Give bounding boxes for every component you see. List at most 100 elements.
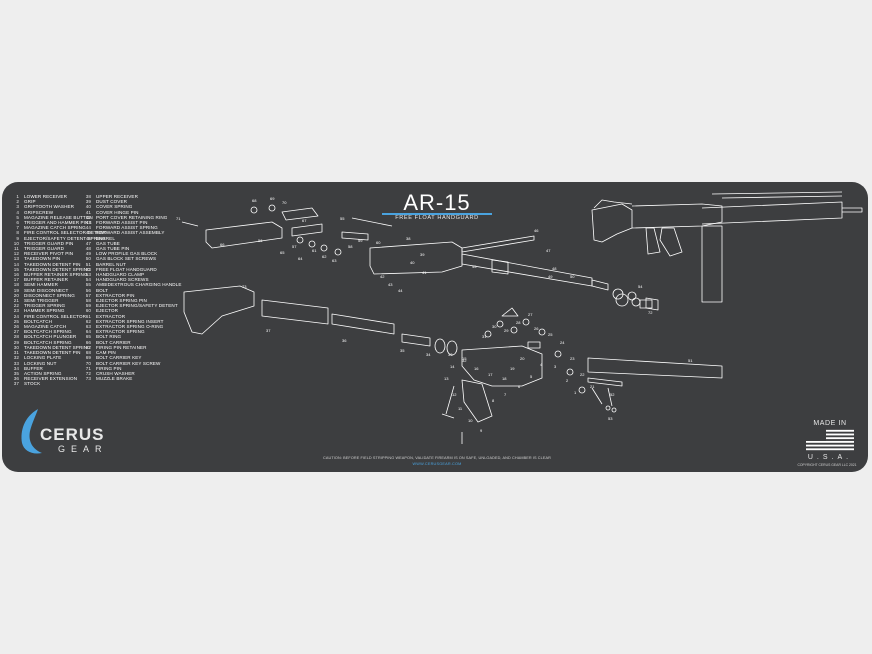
part-name: EXTRACTOR [96, 313, 126, 319]
callout-number: 50 [570, 274, 575, 279]
part-name: GAS BLOCK SET SCREWS [96, 256, 157, 262]
part-name: MAGAZINE RELEASE BUTTON [24, 214, 93, 220]
callout-number: 43 [388, 282, 393, 287]
part-name: BUFFER RETAINER SPRING [24, 272, 88, 278]
upper-receiver-illustration [369, 235, 653, 309]
callout-number: 69 [270, 196, 275, 201]
mat-subtitle: FREE FLOAT HANDGUARD [395, 215, 479, 221]
callout-number: 10 [468, 418, 473, 423]
callout-number: 35 [400, 348, 405, 353]
callout-number: 7 [504, 392, 507, 397]
part-name: MAGAZINE CATCH [24, 324, 67, 330]
part-number: 8 [16, 230, 19, 236]
callout-number: 40 [410, 260, 415, 265]
part-number: 45 [85, 230, 91, 236]
part-number: 20 [13, 292, 19, 298]
callout-number: 68 [252, 198, 257, 203]
stock-assembly-illustration [183, 285, 458, 356]
part-name: ACTION SPRING [24, 370, 62, 376]
part-number: 3 [16, 204, 19, 210]
part-name: BOLT CARRIER [96, 339, 131, 345]
part-number: 49 [85, 251, 91, 257]
part-number: 25 [13, 318, 19, 324]
part-number: 21 [13, 298, 19, 304]
parts-list-item: 16 BUFFER RETAINER SPRING [9, 272, 106, 277]
part-number: 14 [13, 261, 19, 267]
callout-number: 47 [546, 248, 551, 253]
part-number: 17 [13, 277, 19, 283]
callout-number: 23 [570, 356, 575, 361]
part-name: EJECTOR [96, 308, 119, 314]
part-number: 16 [13, 272, 19, 278]
part-name: BOLTCATCH SPRING [24, 329, 72, 335]
callout-number: 2 [566, 378, 569, 383]
callout-number: 60 [376, 240, 381, 245]
part-name: FIRING PIN [96, 365, 122, 371]
part-name: FIRING PIN RETAINER [96, 344, 147, 350]
parts-list-item: 1 LOWER RECEIVER [9, 194, 106, 199]
callout-number: 15 [462, 356, 467, 361]
part-number: 55 [85, 282, 91, 288]
callout-number: 65 [280, 250, 285, 255]
part-number: 24 [13, 313, 19, 319]
callout-number: 3 [554, 364, 557, 369]
part-name: UPPER RECEIVER [96, 194, 138, 199]
part-name: GAS TUBE [96, 240, 120, 246]
callout-number: 38 [406, 236, 411, 241]
part-name: EXTRACTOR SPRING [96, 329, 145, 335]
part-number: 1 [16, 194, 19, 199]
callout-number: 14 [450, 364, 455, 369]
bolt-carrier-illustration [181, 204, 393, 256]
part-name: COVER SPRING [96, 204, 133, 210]
part-name: LOWER RECEIVER [24, 194, 68, 199]
callout-number: 59 [358, 238, 363, 243]
part-name: FORWARD ASSIST SPRING [96, 225, 158, 231]
part-name: FREE FLOAT HANDGUARD [96, 266, 157, 272]
part-number: 65 [85, 334, 91, 340]
callout-number: 21 [590, 384, 595, 389]
part-name: TRIGGER AND HAMMER PINS [24, 220, 92, 226]
callout-number: 31 [482, 334, 487, 339]
callout-number: 71 [176, 216, 181, 221]
part-name: BOLTCATCH PLUNGER [24, 334, 77, 340]
callout-number: 53 [608, 416, 613, 421]
callout-number: 70 [282, 200, 287, 205]
callout-number: 9 [480, 428, 483, 433]
part-name: GRIPSCREW [24, 209, 54, 215]
part-number: 5 [16, 214, 19, 220]
part-name: COVER HINGE PIN [96, 209, 139, 215]
part-number: 71 [85, 365, 91, 371]
callout-number: 36 [342, 338, 347, 343]
part-number: 69 [85, 355, 91, 361]
callout-number: 62 [322, 254, 327, 259]
callout-number: 19 [510, 366, 515, 371]
